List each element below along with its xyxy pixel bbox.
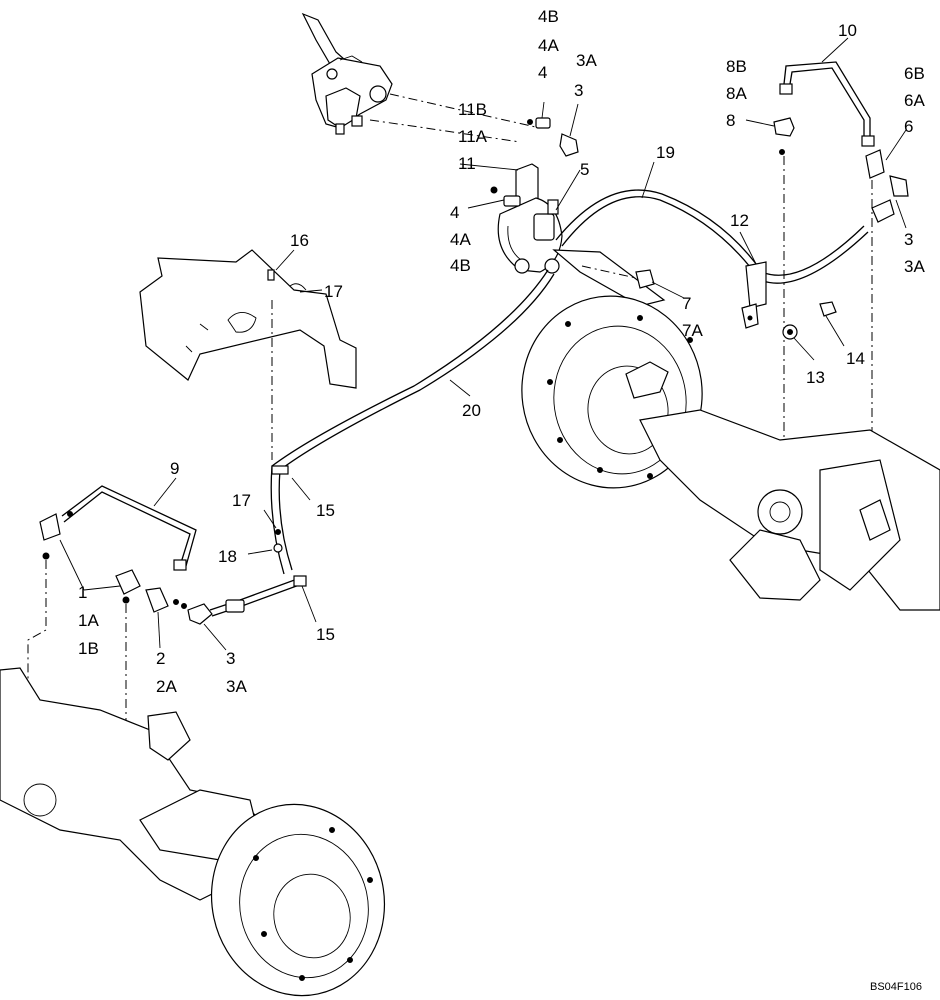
leader-left-1 [27,560,47,700]
mounting-plate [139,249,357,389]
label-11: 11 [458,154,476,173]
bracket-12 [741,261,767,329]
hose-20 [278,273,555,571]
label-7a: 7A [682,321,703,340]
label-11a: 11A [458,127,488,146]
label-15-upper: 15 [316,501,335,520]
clip-15-upper [271,465,289,475]
label-1: 1 [78,583,87,602]
brake-valve-assembly [301,12,393,135]
label-1b: 1B [78,639,99,658]
fitting-7 [581,265,655,289]
label-19: 19 [656,143,675,162]
label-4-top: 4 [538,63,547,82]
rear-axle [521,295,940,611]
label-16: 16 [290,231,309,250]
label-3a-bottom: 3A [226,677,247,696]
label-3-right: 3 [904,230,913,249]
fittings-1-2-3 [115,569,303,625]
drawing-code: BS04F106 [870,981,922,993]
label-3-top: 3 [574,81,583,100]
label-2a: 2A [156,677,177,696]
hose-19-edge [555,189,865,276]
leader-valve-to-fitting [389,93,541,129]
label-10: 10 [838,21,857,40]
label-14: 14 [846,349,865,368]
label-4b-left: 4B [450,256,471,275]
label-13: 13 [806,368,825,387]
callout-leaders [59,37,907,651]
label-6a: 6A [904,91,925,110]
label-1a: 1A [78,611,99,630]
label-4b-top: 4B [538,7,559,26]
label-3a-top: 3A [576,51,597,70]
label-11b: 11B [458,100,487,119]
label-8a: 8A [726,84,747,103]
label-18: 18 [218,547,237,566]
label-5: 5 [580,160,589,179]
manifold-bracket [497,163,666,307]
label-8: 8 [726,111,735,130]
clip-15-lower [293,575,307,587]
fitting-8 [773,117,795,460]
label-17-top: 17 [324,282,343,301]
label-4a-top: 4A [538,36,559,55]
tube-10 [779,61,875,147]
label-4-left: 4 [450,203,459,222]
label-12: 12 [730,211,749,230]
fitting-4-top [527,117,579,157]
label-3a-right: 3A [904,257,925,276]
label-17-bottom: 17 [232,491,251,510]
label-20: 20 [462,401,481,420]
fitting-4-left [490,186,521,207]
label-9: 9 [170,459,179,478]
label-2: 2 [156,649,165,668]
callout-labels: 4B 4A 4 3A 3 11B 11A 11 5 4 4A 4B 19 12 … [78,7,925,993]
label-6b: 6B [904,64,925,83]
label-7: 7 [682,294,691,313]
hardware-17-18 [273,529,283,553]
front-axle [0,667,386,997]
label-3-bottom: 3 [226,649,235,668]
hose-20-edge [270,269,549,575]
tube-9 [39,485,197,571]
hardware-13-14 [782,301,837,340]
label-8b: 8B [726,57,747,76]
leader-valve-to-manifold [369,119,521,143]
label-4a-left: 4A [450,230,471,249]
label-6: 6 [904,117,913,136]
hose-19 [561,196,869,284]
label-15-lower: 15 [316,625,335,644]
